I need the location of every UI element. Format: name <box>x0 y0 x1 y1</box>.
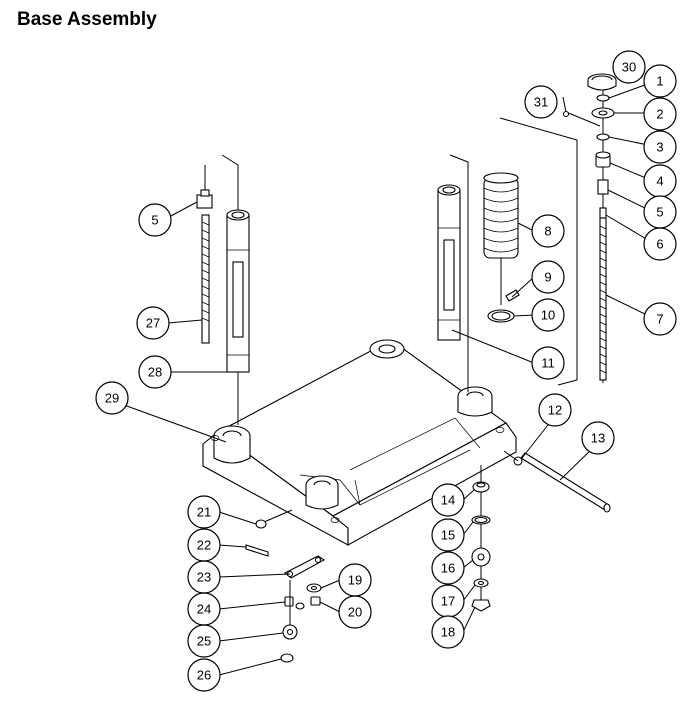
callout-5-left: 5 <box>138 203 172 237</box>
callout-20: 20 <box>338 595 372 629</box>
svg-text:25: 25 <box>197 634 211 649</box>
callout-7: 7 <box>643 302 677 336</box>
callout-9: 9 <box>531 260 565 294</box>
svg-text:20: 20 <box>348 605 362 620</box>
callout-5-right: 5 <box>643 195 677 229</box>
right-leadscrew-assembly <box>562 73 617 383</box>
page-title: Base Assembly <box>17 9 157 30</box>
callout-31: 31 <box>524 85 558 119</box>
svg-text:30: 30 <box>622 60 636 75</box>
callout-16: 16 <box>431 551 465 585</box>
svg-text:24: 24 <box>197 602 211 617</box>
callout-21: 21 <box>187 495 221 529</box>
svg-text:14: 14 <box>441 493 455 508</box>
center-column-assembly <box>437 117 578 392</box>
svg-text:1: 1 <box>656 74 663 89</box>
svg-text:2: 2 <box>656 107 663 122</box>
callout-23: 23 <box>187 560 221 594</box>
svg-text:27: 27 <box>146 316 160 331</box>
svg-text:9: 9 <box>544 270 551 285</box>
svg-text:31: 31 <box>534 95 548 110</box>
callout-15: 15 <box>431 518 465 552</box>
callout-1: 1 <box>643 64 677 98</box>
svg-text:22: 22 <box>197 538 211 553</box>
svg-text:28: 28 <box>148 365 162 380</box>
svg-text:8: 8 <box>544 224 551 239</box>
svg-text:10: 10 <box>541 308 555 323</box>
lower-left-hardware <box>245 509 326 663</box>
svg-text:19: 19 <box>348 573 362 588</box>
svg-text:5: 5 <box>151 213 158 228</box>
callout-14: 14 <box>431 483 465 517</box>
callout-25: 25 <box>187 624 221 658</box>
base-plate <box>202 339 517 546</box>
callout-27: 27 <box>136 306 170 340</box>
svg-text:17: 17 <box>441 594 455 609</box>
callout-29: 29 <box>95 381 129 415</box>
callout-18: 18 <box>431 615 465 649</box>
svg-text:7: 7 <box>656 312 663 327</box>
svg-text:13: 13 <box>591 431 605 446</box>
callout-4: 4 <box>643 164 677 198</box>
svg-text:11: 11 <box>541 356 555 371</box>
callout-3: 3 <box>643 130 677 164</box>
callout-8: 8 <box>531 214 565 248</box>
left-column-assembly <box>196 154 250 425</box>
callout-26: 26 <box>187 658 221 692</box>
svg-text:18: 18 <box>441 625 455 640</box>
callout-13: 13 <box>581 421 615 455</box>
callout-2: 2 <box>643 97 677 131</box>
svg-text:21: 21 <box>197 505 211 520</box>
svg-text:15: 15 <box>441 528 455 543</box>
callout-12: 12 <box>538 393 572 427</box>
callout-17: 17 <box>431 584 465 618</box>
callout-10: 10 <box>531 298 565 332</box>
callout-19: 19 <box>338 563 372 597</box>
svg-text:4: 4 <box>656 174 663 189</box>
svg-text:23: 23 <box>197 570 211 585</box>
callout-22: 22 <box>187 528 221 562</box>
svg-text:6: 6 <box>656 237 663 252</box>
callout-30: 30 <box>612 50 646 84</box>
callout-6: 6 <box>643 227 677 261</box>
svg-text:12: 12 <box>548 403 562 418</box>
svg-text:16: 16 <box>441 561 455 576</box>
lower-right-hardware <box>471 465 491 612</box>
callout-24: 24 <box>187 592 221 626</box>
shaft-assembly <box>503 450 611 513</box>
svg-text:3: 3 <box>656 140 663 155</box>
svg-text:5: 5 <box>656 205 663 220</box>
callout-28: 28 <box>138 355 172 389</box>
svg-text:26: 26 <box>197 668 211 683</box>
svg-text:29: 29 <box>105 391 119 406</box>
callout-11: 11 <box>531 346 565 380</box>
